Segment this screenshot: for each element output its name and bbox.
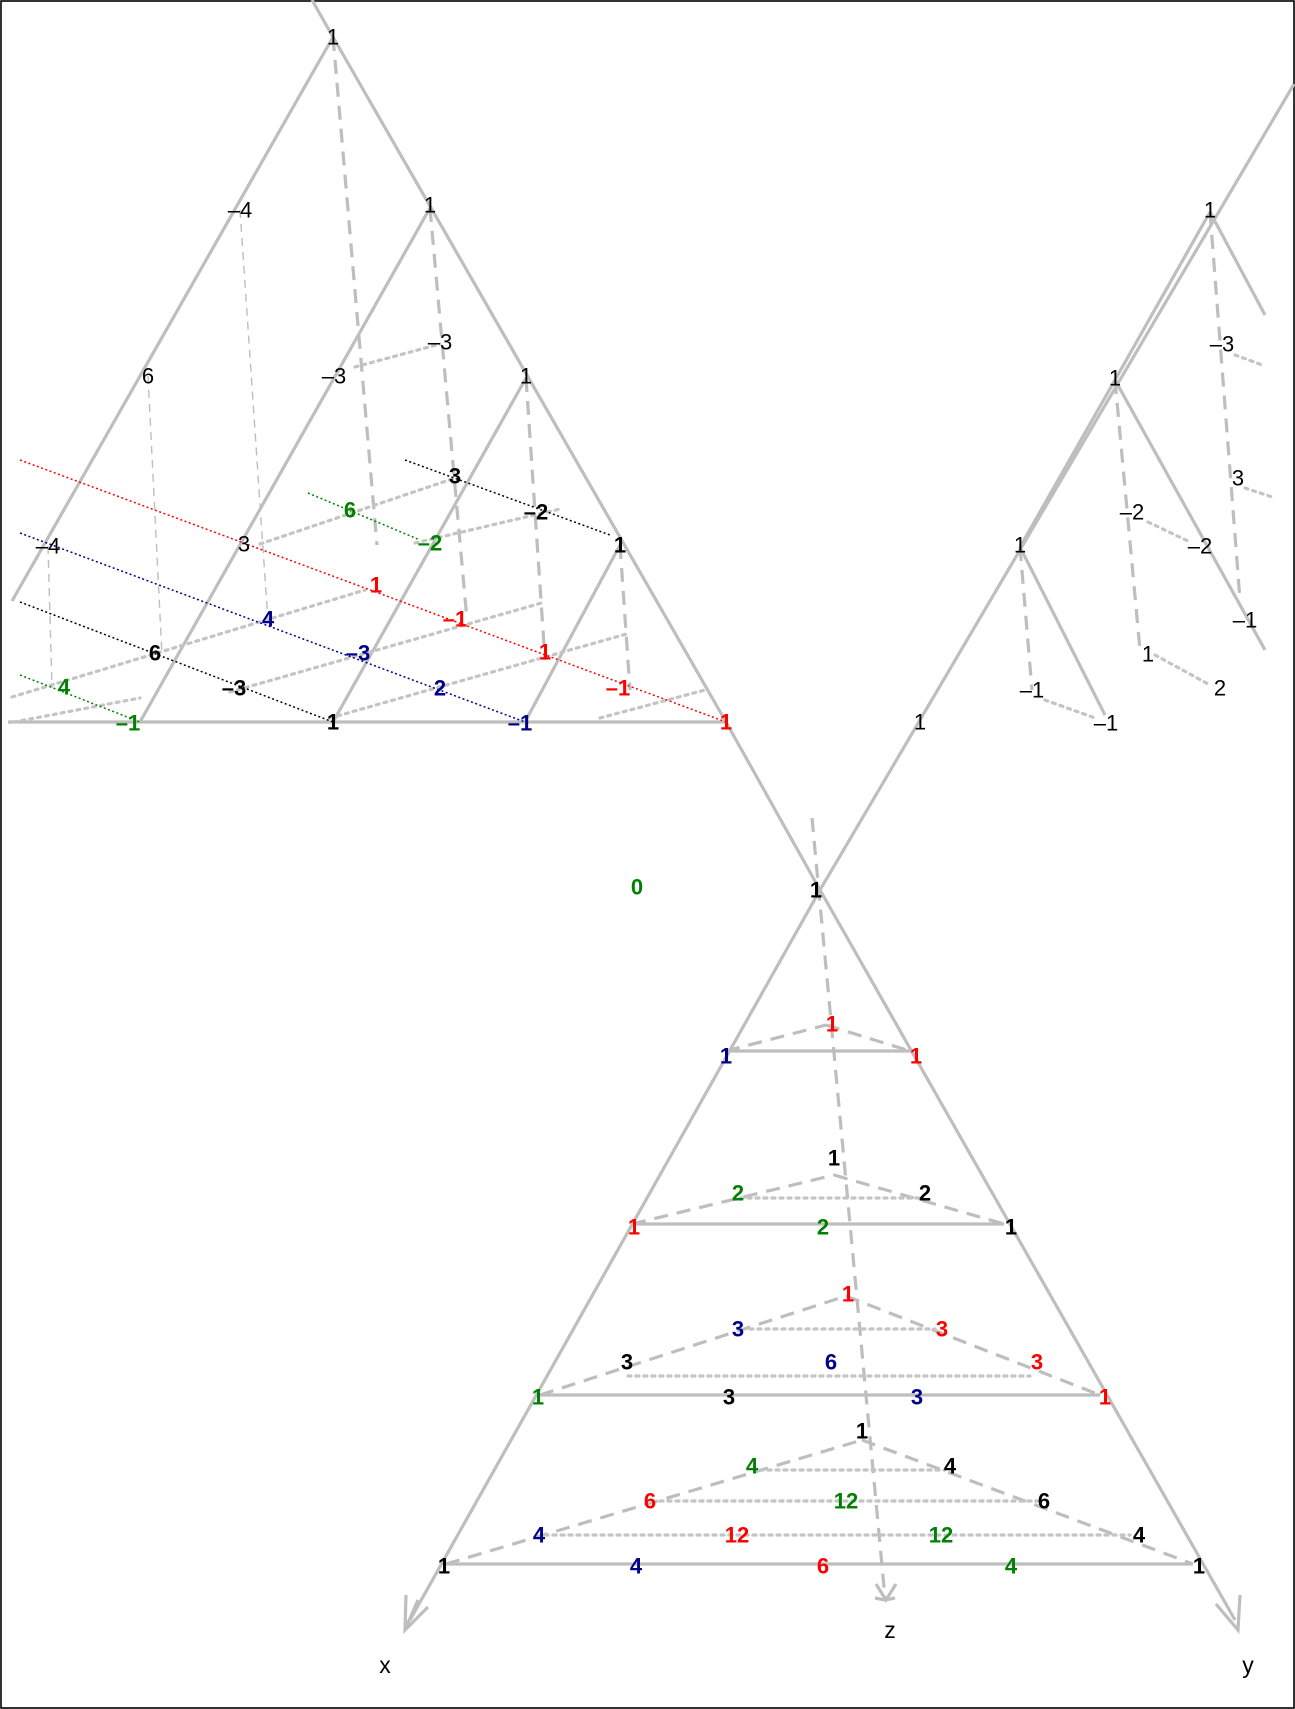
pyramid-label: 1	[1005, 1215, 1017, 1240]
left-edge-label: –4	[228, 198, 252, 223]
tree-label: 1	[1014, 533, 1026, 558]
inner-label: 1	[539, 640, 551, 665]
pyramid-label: 12	[834, 1489, 858, 1514]
pyramid-apex-label: 1	[810, 878, 822, 903]
tree-label: –1	[1020, 678, 1044, 703]
pyramid-label: 3	[723, 1385, 735, 1410]
tree-label: 1	[914, 710, 926, 735]
bottom-label: 1	[720, 710, 732, 735]
right-edge-label: 1	[424, 193, 436, 218]
tree-label: –1	[1094, 711, 1118, 736]
tree-label: 1	[1142, 642, 1154, 667]
pyramid-label: 3	[732, 1317, 744, 1342]
pyramid-label: 3	[936, 1317, 948, 1342]
left-apex-label: 1	[327, 25, 339, 50]
tree-label: –2	[1188, 534, 1212, 559]
pyramid-label: 12	[929, 1523, 953, 1548]
left-edge-label: 6	[142, 364, 154, 389]
pyramid-structure	[403, 817, 1242, 1635]
pyramid-label: 1	[628, 1215, 640, 1240]
inner-label: 4	[58, 675, 71, 700]
bottom-label: –1	[508, 711, 532, 736]
pyramid-label: 2	[817, 1215, 829, 1240]
inner-label: –3	[322, 364, 346, 389]
tree-label: –1	[1233, 608, 1257, 633]
inner-label: –2	[524, 500, 548, 525]
axis-z-label: z	[884, 1617, 896, 1643]
tree-label: 2	[1214, 676, 1226, 701]
axis-x-label: x	[379, 1652, 391, 1678]
tree-label: –2	[1120, 500, 1144, 525]
inner-label: –3	[428, 330, 452, 355]
pyramid-label: 3	[621, 1350, 633, 1375]
inner-label: 6	[344, 498, 356, 523]
pyramid-label: 1	[826, 1012, 838, 1037]
pyramid-label: 4	[944, 1454, 957, 1479]
right-edge-label: 1	[614, 533, 626, 558]
pyramid-label: 4	[746, 1454, 759, 1479]
inner-label: 2	[434, 676, 446, 701]
pyramid-label: 4	[1133, 1523, 1146, 1548]
pyramid-label: 1	[438, 1554, 450, 1579]
inner-label: 6	[149, 641, 161, 666]
pyramid-label: 1	[828, 1146, 840, 1171]
right-tree-structure	[1018, 211, 1277, 720]
pyramid-label: 4	[1005, 1554, 1018, 1579]
pyramid-label: 1	[910, 1044, 922, 1069]
tree-label: –3	[1210, 332, 1234, 357]
pyramid-label: 1	[532, 1385, 544, 1410]
left-triangle-structure	[8, 0, 728, 724]
pyramid-label: 4	[630, 1554, 643, 1579]
axis-y-label: y	[1242, 1652, 1254, 1678]
inner-label: –3	[346, 641, 370, 666]
pyramid-label: 6	[825, 1350, 837, 1375]
pyramid-label: 12	[725, 1523, 749, 1548]
inner-label: 3	[449, 464, 461, 489]
inner-label: –2	[418, 531, 442, 556]
pyramid-label: 6	[644, 1489, 656, 1514]
pyramid-label: 1	[720, 1044, 732, 1069]
center-zero-label: 0	[631, 875, 643, 900]
inner-label: –3	[222, 676, 246, 701]
pyramid-label: 2	[919, 1181, 931, 1206]
pyramid-label: 1	[856, 1419, 868, 1444]
number-labels: 1 –4 6 –4 1 1 1 –3 –3 6 –2 –2 3 3 1 –1 6 4 –3 1 4 –3 2 –1 –1 1 –1 1…	[36, 25, 1257, 1679]
pyramid-label: 2	[732, 1181, 744, 1206]
pyramid-label: 1	[1193, 1554, 1205, 1579]
left-edge-label: –4	[36, 534, 60, 559]
right-edge-label: 1	[520, 364, 532, 389]
bottom-label: 1	[327, 710, 339, 735]
inner-label: 1	[370, 573, 382, 598]
tree-label: 1	[1204, 198, 1216, 223]
pyramid-label: 1	[842, 1282, 854, 1307]
pyramid-label: 3	[1031, 1350, 1043, 1375]
inner-label: –1	[443, 607, 467, 632]
tree-label: 3	[1232, 466, 1244, 491]
pyramid-label: 4	[533, 1523, 546, 1548]
bottom-label: –1	[116, 711, 140, 736]
pyramid-label: 6	[817, 1554, 829, 1579]
left-triangle-diagonals	[19, 459, 727, 723]
tree-label: 1	[1109, 366, 1121, 391]
pyramid-label: 3	[911, 1385, 923, 1410]
pyramid-label: 1	[1099, 1385, 1111, 1410]
pyramid-label: 6	[1038, 1489, 1050, 1514]
inner-label: 4	[262, 607, 275, 632]
inner-label: 3	[238, 532, 250, 557]
inner-label: –1	[606, 676, 630, 701]
